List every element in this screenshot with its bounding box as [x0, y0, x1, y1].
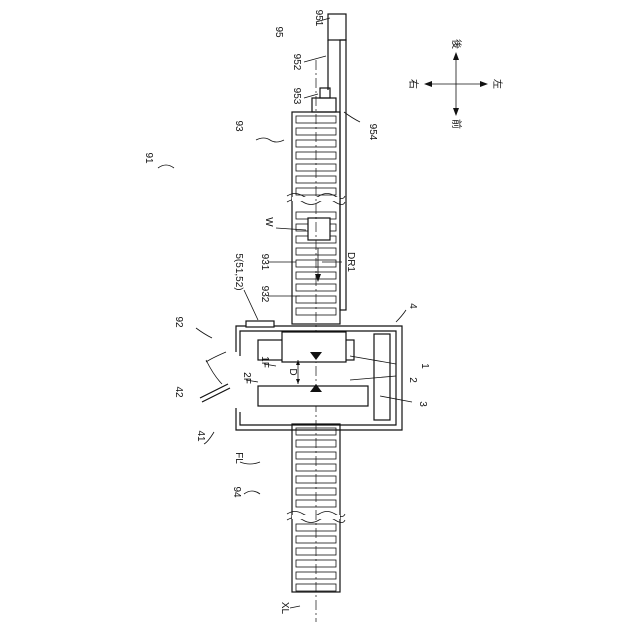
label-952: 952	[291, 54, 302, 71]
label-XL: XL	[279, 602, 290, 615]
label-1: 1	[419, 363, 430, 369]
compass-right: 右	[407, 79, 420, 89]
label-W: W	[263, 217, 274, 227]
reference-labels: 951 95 952 953 93 954 91 W DR1 931 5(51,…	[143, 10, 430, 615]
label-951: 951	[313, 10, 324, 27]
label-4: 4	[407, 303, 418, 309]
label-2: 2	[407, 377, 418, 383]
compass-back: 後	[450, 39, 463, 49]
label-FL: FL	[233, 452, 244, 464]
label-DR1: DR1	[345, 252, 356, 272]
label-94: 94	[231, 486, 242, 498]
label-1F: 1F	[259, 356, 270, 368]
compass-front: 前	[450, 119, 463, 129]
label-42: 42	[173, 386, 184, 398]
label-41: 41	[195, 430, 206, 442]
label-91: 91	[143, 152, 154, 164]
label-93: 93	[233, 120, 244, 132]
compass-left: 左	[491, 79, 504, 89]
label-932: 932	[259, 286, 270, 303]
label-95: 95	[273, 26, 284, 38]
leader-lines	[158, 18, 412, 608]
housing-41	[200, 321, 402, 430]
label-954: 954	[367, 124, 378, 141]
direction-compass: 後 右 左 前	[407, 39, 504, 129]
label-D: D	[287, 368, 298, 375]
label-92: 92	[173, 316, 184, 328]
label-3: 3	[417, 401, 428, 407]
label-5: 5(51,52)	[233, 253, 244, 290]
label-2F: 2F	[241, 372, 252, 384]
label-953: 953	[291, 88, 302, 105]
label-931: 931	[259, 254, 270, 271]
